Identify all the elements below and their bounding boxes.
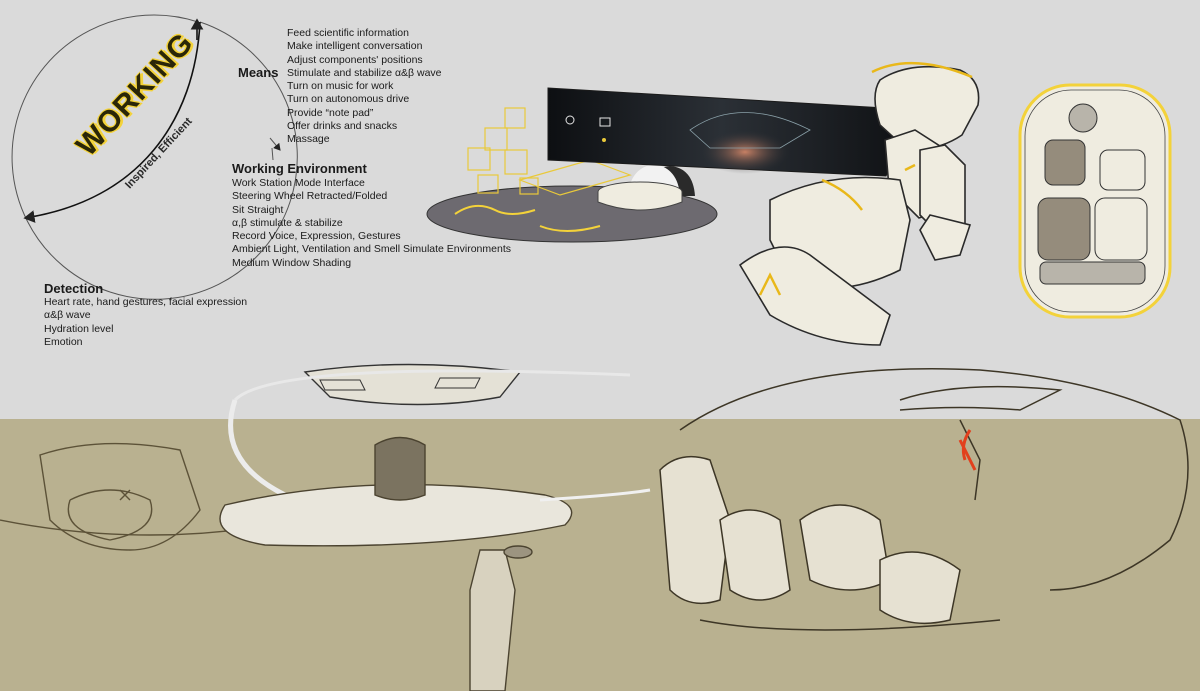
list-item: Turn on music for work: [287, 80, 394, 93]
list-item: Ambient Light, Ventilation and Smell Sim…: [232, 243, 511, 256]
list-item: Adjust components' positions: [287, 53, 423, 66]
list-item: Heart rate, hand gestures, facial expres…: [44, 296, 248, 308]
list-item: Medium Window Shading: [232, 256, 352, 269]
cabin-side-sketch: [659, 368, 1189, 631]
list-item: Sit Straight: [232, 203, 284, 216]
list-item: Steering Wheel Retracted/Folded: [232, 190, 388, 203]
list-item: Provide “note pad”: [287, 106, 374, 119]
floating-tray-sketch: [228, 363, 631, 498]
list-item: Work Station Mode Interface: [232, 177, 365, 189]
cabin-top-view: [1018, 83, 1172, 319]
list-item: Record Voice, Expression, Gestures: [232, 230, 401, 243]
list-item: Stimulate and stabilize α&β wave: [287, 66, 442, 79]
list-item: Hydration level: [44, 322, 114, 335]
means-title: Means: [238, 65, 279, 80]
means-list: Feed scientific information Make intelli…: [287, 27, 442, 147]
environment-list: Work Station Mode Interface Steering Whe…: [232, 177, 511, 270]
list-item: Offer drinks and snacks: [287, 120, 398, 133]
detection-title: Detection: [44, 281, 104, 296]
list-item: Make intelligent conversation: [287, 40, 423, 53]
detection-list: Heart rate, hand gestures, facial expres…: [44, 296, 247, 349]
list-item: Turn on autonomous drive: [287, 93, 410, 106]
seat-3d: [738, 65, 980, 346]
cycle-diagram: [11, 14, 298, 300]
seat-motion-arrows: [758, 61, 973, 296]
console-sketch: [219, 436, 651, 691]
sketch-band: [0, 419, 1200, 691]
list-item: Feed scientific information: [287, 27, 409, 39]
curved-display: [547, 87, 896, 177]
list-item: α,β stimulate & stabilize: [232, 216, 343, 229]
list-item: Massage: [287, 133, 330, 146]
list-item: Emotion: [44, 335, 83, 348]
list-item: α&β wave: [44, 309, 91, 322]
environment-title: Working Environment: [232, 161, 367, 176]
